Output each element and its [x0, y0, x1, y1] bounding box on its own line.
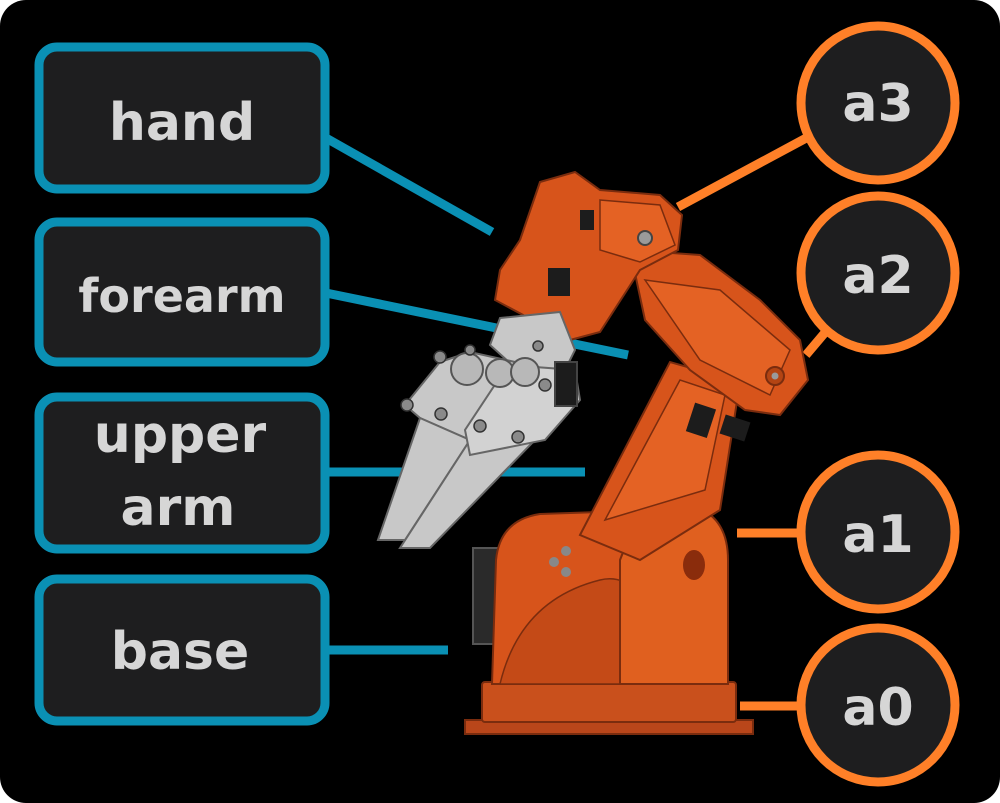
label-upper-arm-line1: upper — [94, 405, 267, 465]
gripper-gears — [450, 352, 540, 388]
robot-arm-icon — [376, 170, 810, 735]
label-hand: hand — [34, 42, 330, 194]
connector-a3 — [675, 132, 813, 211]
label-hand-text: hand — [109, 93, 255, 153]
label-forearm: forearm — [34, 217, 330, 367]
gripper-screws — [400, 340, 552, 444]
connector-forearm — [325, 288, 629, 360]
joint-a1-text: a1 — [842, 505, 913, 565]
label-forearm-text: forearm — [78, 269, 285, 323]
joint-a0-text: a0 — [842, 678, 913, 738]
label-upper-arm: upper arm — [34, 392, 330, 554]
joint-a1: a1 — [796, 450, 960, 614]
label-base-text: base — [111, 622, 250, 682]
connector-hand — [323, 134, 495, 236]
joint-a2-text: a2 — [842, 246, 913, 306]
joint-a0: a0 — [796, 623, 960, 787]
label-upper-arm-line2: arm — [121, 478, 236, 538]
joint-a3: a3 — [796, 21, 960, 185]
joint-a3-text: a3 — [842, 74, 913, 134]
label-base: base — [34, 574, 330, 726]
joint-a2: a2 — [796, 191, 960, 355]
